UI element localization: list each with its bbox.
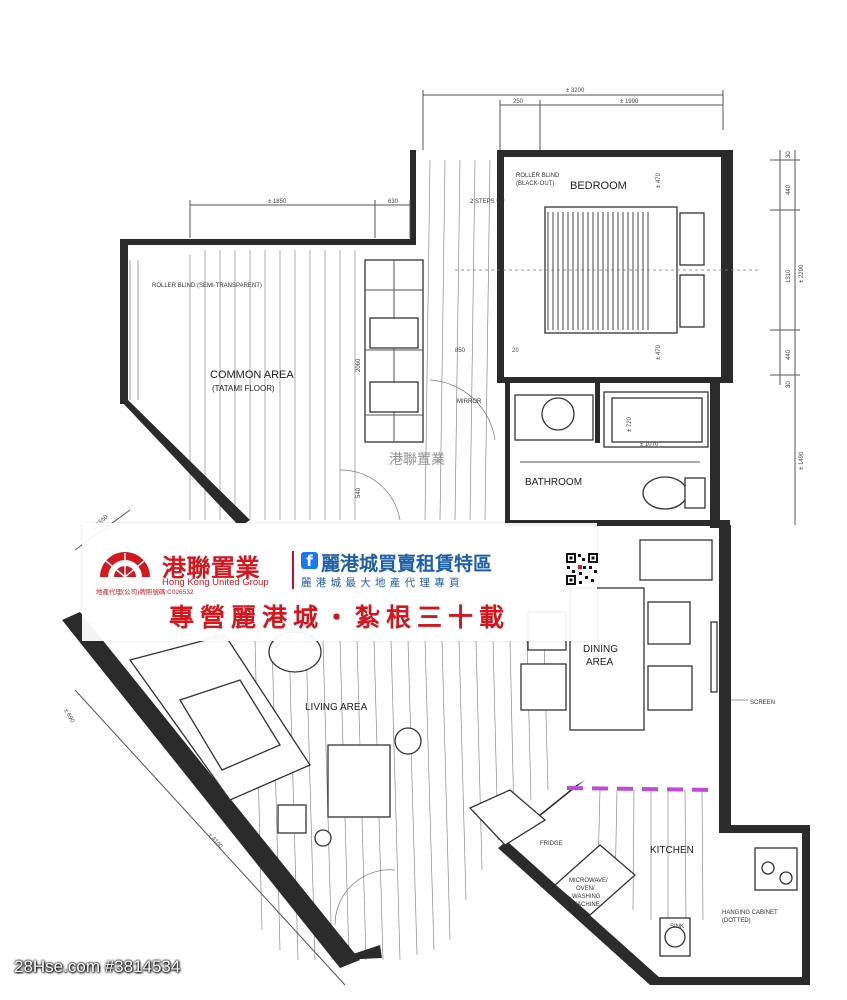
screen-note: SCREEN xyxy=(750,700,775,706)
dotted-note: (DOTTED) xyxy=(722,918,751,924)
qr-code-icon xyxy=(565,552,599,586)
license-number: 地產代理(公司)牌照號碼:C026532 xyxy=(96,589,194,596)
dim-bed-d: 20 xyxy=(512,348,519,354)
dim-right-e: 440 xyxy=(786,349,792,360)
bathroom-fixtures xyxy=(514,391,709,510)
dim-right-b: 440 xyxy=(786,184,792,195)
wardrobe xyxy=(364,259,424,443)
living-label: LIVING AREA xyxy=(305,702,368,713)
dim-common-b: 630 xyxy=(388,199,399,205)
fan-logo-icon xyxy=(100,552,150,578)
dim-bath-b: ± 1070 xyxy=(640,442,659,448)
dimension-lines xyxy=(74,90,800,986)
mirror-note: MIRROR xyxy=(457,399,482,405)
banner-divider xyxy=(292,551,294,589)
bathroom-label: BATHROOM xyxy=(525,477,582,488)
bedroom-label: BEDROOM xyxy=(570,180,627,192)
dim-right-f: 30 xyxy=(786,381,792,388)
facebook-page-title: 麗港城買賣租賃特區 xyxy=(321,553,493,575)
dim-right-c: 1310 xyxy=(786,269,792,283)
brand-name-zh: 港聯置業 xyxy=(162,554,260,582)
dining-label-1: DINING xyxy=(583,644,618,655)
living-furniture xyxy=(128,631,547,847)
common-area-label: COMMON AREA xyxy=(210,369,294,381)
walls xyxy=(62,150,810,985)
dim-right-bath: ± 1490 xyxy=(799,451,805,470)
common-area-sub: (TATAMI FLOOR) xyxy=(212,384,275,393)
facebook-icon: f xyxy=(301,552,318,569)
agency-banner: 港聯置業 Hong Kong United Group 地產代理(公司)牌照號碼… xyxy=(82,523,599,641)
roller-blind-note: ROLLER BLIND xyxy=(516,173,560,179)
roller-blind-semi-note: ROLLER BLIND (SEMI-TRANSPARENT) xyxy=(152,283,262,289)
dining-label-2: AREA xyxy=(586,657,614,668)
dim-wall-a: 2060 xyxy=(356,358,362,372)
dim-left-c: ± 4100 xyxy=(207,832,224,850)
brand-name-en: Hong Kong United Group xyxy=(162,577,269,588)
kitchen-label: KITCHEN xyxy=(650,845,694,856)
listing-id-caption: 28Hse.com #3814534 xyxy=(14,957,181,976)
dim-right-d: ± 2290 xyxy=(799,264,805,283)
dim-common-width: ± 1850 xyxy=(268,199,287,205)
dim-wall-b: 540 xyxy=(356,487,362,498)
dim-top-b: ± 1990 xyxy=(620,99,639,105)
dim-bath-a: ± 720 xyxy=(627,416,633,432)
microwave-note-1: MICROWAVE/ xyxy=(569,878,608,884)
dim-bed-b: ± 470 xyxy=(656,344,662,360)
microwave-note-3: WASHING xyxy=(572,894,601,900)
hanging-cabinet-note: HANGING CABINET xyxy=(722,910,778,916)
dim-left-b: ± 690 xyxy=(62,708,75,725)
sink-note: SINK xyxy=(670,924,684,930)
microwave-note-4: MACHINE xyxy=(572,902,600,908)
dim-bed-c: 850 xyxy=(455,348,466,354)
microwave-note-2: OVEN/ xyxy=(576,886,595,892)
dim-right-a: 30 xyxy=(786,151,792,158)
watermark-text: 港聯置業 xyxy=(389,452,445,468)
slogan-bar xyxy=(82,595,597,641)
dim-bed-a: ± 470 xyxy=(656,172,662,188)
dim-top-a: 250 xyxy=(513,99,524,105)
kitchen-fixtures xyxy=(554,844,798,957)
facebook-page-subtitle: 麗港城最大地產代理專頁 xyxy=(301,577,464,589)
slogan-text: 專營麗港城・紮根三十載 xyxy=(168,603,510,632)
steps-note: 2 STEPS UP xyxy=(470,199,505,205)
dim-top-total: ± 3200 xyxy=(566,88,585,94)
kitchen-divider-line xyxy=(566,786,717,792)
blackout-note: (BLACK-OUT) xyxy=(516,181,554,187)
fridge-note: FRIDGE xyxy=(540,841,563,847)
